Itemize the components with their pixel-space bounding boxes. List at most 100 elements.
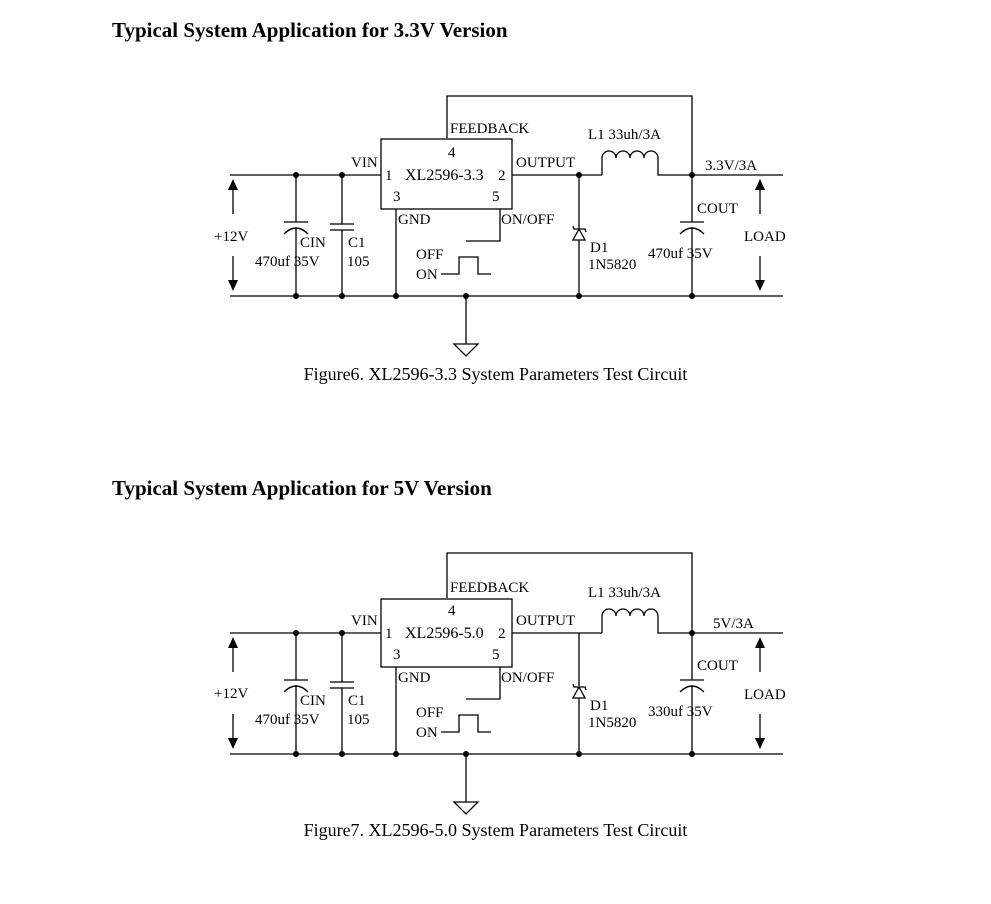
gnd-label: GND — [398, 670, 431, 686]
feedback-wire — [446, 552, 693, 633]
on-off-label: ON/OFF — [501, 670, 554, 686]
cout-value-label: 330uf 35V — [648, 704, 713, 720]
cin-label: CIN — [300, 693, 326, 709]
junction-dot — [393, 293, 399, 299]
load-arrow-up-head — [755, 637, 765, 648]
circuit-diagram-3v3: FEEDBACK 4 VIN 1 XL2596-3.3 2 3 5 OUTPUT… — [214, 95, 786, 357]
inductor-lead-right — [657, 616, 783, 634]
pin1-label: 1 — [385, 168, 393, 184]
output-label: OUTPUT — [516, 613, 575, 629]
diode-triangle — [571, 685, 587, 699]
junction-dot — [293, 172, 299, 178]
gnd-label: GND — [398, 212, 431, 228]
pin1-label: 1 — [385, 626, 393, 642]
diode-triangle — [571, 227, 587, 241]
inductor-lead-right — [657, 158, 783, 176]
junction-dot — [339, 751, 345, 757]
junction-dot — [339, 630, 345, 636]
junction-dot — [689, 172, 695, 178]
pin2-label: 2 — [498, 626, 506, 642]
inductor-label: L1 33uh/3A — [588, 127, 661, 143]
feedback-label: FEEDBACK — [450, 121, 529, 137]
ground-symbol — [452, 343, 480, 357]
pin3-label: 3 — [393, 647, 401, 663]
feedback-wire — [446, 95, 693, 175]
junction-dot — [293, 630, 299, 636]
on-off-wire — [466, 667, 501, 700]
inductor-coil — [601, 150, 659, 159]
input-voltage-label: +12V — [214, 229, 248, 245]
pin5-label: 5 — [492, 189, 500, 205]
vin-label: VIN — [351, 155, 378, 171]
load-arrow-up-head — [755, 179, 765, 190]
off-label: OFF — [416, 247, 444, 263]
section-3v3: Typical System Application for 3.3V Vers… — [0, 0, 991, 446]
cout-label: COUT — [697, 201, 738, 217]
vin-label: VIN — [351, 613, 378, 629]
cin-value-label: 470uf 35V — [255, 254, 320, 270]
output-label: OUTPUT — [516, 155, 575, 171]
junction-dot — [293, 293, 299, 299]
load-arrow-down-head — [755, 280, 765, 291]
cout-value-label: 470uf 35V — [648, 246, 713, 262]
junction-dot — [339, 172, 345, 178]
c1-label: C1 — [348, 235, 366, 251]
junction-dot — [463, 751, 469, 757]
vin-arrow-down-head — [228, 738, 238, 749]
diode-part-label: 1N5820 — [588, 257, 636, 273]
pin3-label: 3 — [393, 189, 401, 205]
junction-dot — [689, 630, 695, 636]
pin5-label: 5 — [492, 647, 500, 663]
load-label: LOAD — [744, 687, 786, 703]
on-off-pulse — [441, 256, 491, 275]
junction-dot — [339, 293, 345, 299]
junction-dot — [463, 293, 469, 299]
ground-symbol — [452, 801, 480, 815]
figure-caption: Figure7. XL2596-5.0 System Parameters Te… — [303, 820, 688, 840]
load-arrow-down-head — [755, 738, 765, 749]
junction-dot — [576, 172, 582, 178]
c1-label: C1 — [348, 693, 366, 709]
junction-dot — [689, 293, 695, 299]
on-off-wire — [466, 209, 501, 242]
off-label: OFF — [416, 705, 444, 721]
cin-value-label: 470uf 35V — [255, 712, 320, 728]
on-off-label: ON/OFF — [501, 212, 554, 228]
input-voltage-label: +12V — [214, 686, 248, 702]
inductor-coil — [601, 608, 659, 617]
circuit-diagram-5v: FEEDBACK 4 VIN 1 XL2596-5.0 2 3 5 OUTPUT… — [214, 552, 786, 815]
on-label: ON — [416, 725, 438, 741]
load-label: LOAD — [744, 229, 786, 245]
vout-label: 3.3V/3A — [705, 158, 757, 174]
junction-dot — [293, 751, 299, 757]
pin4-label: 4 — [448, 145, 456, 161]
ic-body — [380, 138, 513, 210]
c1-value-label: 105 — [347, 712, 370, 728]
inductor-label: L1 33uh/3A — [588, 585, 661, 601]
section-5v: Typical System Application for 5V Versio… — [0, 458, 991, 893]
junction-dot — [689, 751, 695, 757]
pin2-label: 2 — [498, 168, 506, 184]
on-label: ON — [416, 267, 438, 283]
ic-label: XL2596-3.3 — [405, 167, 484, 184]
feedback-label: FEEDBACK — [450, 580, 529, 596]
junction-dot — [576, 751, 582, 757]
vin-arrow-down-head — [228, 280, 238, 291]
diode-part-label: 1N5820 — [588, 715, 636, 731]
section-heading: Typical System Application for 3.3V Vers… — [112, 18, 508, 42]
diode-label: D1 — [590, 240, 608, 256]
section-heading: Typical System Application for 5V Versio… — [112, 476, 492, 500]
ic-label: XL2596-5.0 — [405, 625, 484, 642]
vin-arrow-up-head — [228, 637, 238, 648]
on-off-pulse — [441, 714, 491, 733]
vout-label: 5V/3A — [713, 616, 754, 632]
junction-dot — [393, 751, 399, 757]
cin-label: CIN — [300, 235, 326, 251]
c1-value-label: 105 — [347, 254, 370, 270]
diode-label: D1 — [590, 698, 608, 714]
vin-arrow-up-head — [228, 179, 238, 190]
junction-dot — [576, 293, 582, 299]
pin4-label: 4 — [448, 603, 456, 619]
figure-caption: Figure6. XL2596-3.3 System Parameters Te… — [303, 364, 688, 384]
cout-label: COUT — [697, 658, 738, 674]
